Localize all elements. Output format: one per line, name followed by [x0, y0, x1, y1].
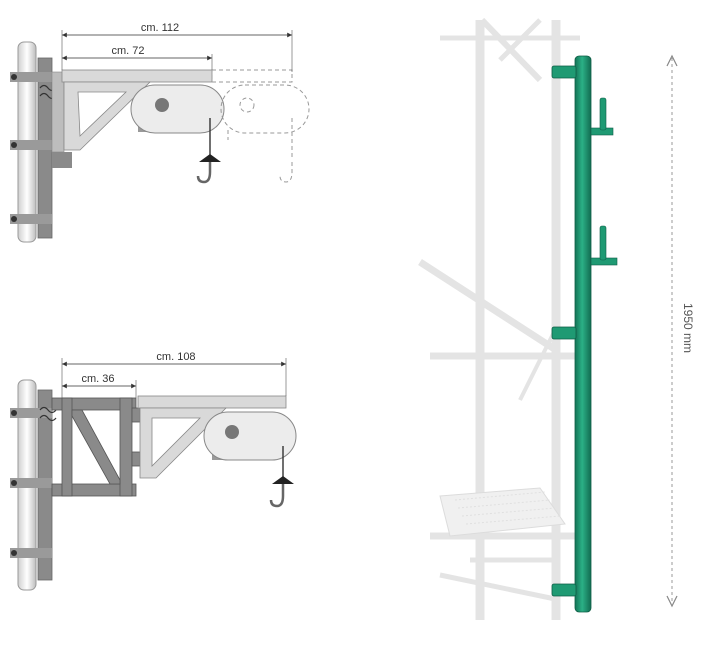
hook-icon	[196, 162, 212, 184]
hook-weight	[199, 154, 221, 162]
clamp-bolt	[11, 480, 17, 486]
arm-brace	[139, 407, 227, 479]
clamp	[10, 408, 52, 418]
clamp	[10, 214, 52, 224]
arrow-down-icon	[666, 595, 678, 608]
diagram-bottom: cm. 108 cm. 36	[10, 351, 297, 591]
dimension-label-inner: cm. 72	[111, 45, 144, 57]
post-clamp	[551, 65, 577, 79]
chain-detail	[39, 406, 57, 422]
winch-motor	[203, 411, 297, 461]
height-label: 1950 mm	[681, 303, 695, 353]
clamp-bolt	[11, 216, 17, 222]
clamp-bolt	[11, 410, 17, 416]
post-clamp	[551, 583, 577, 597]
clamp-bolt	[11, 550, 17, 556]
arm-beam	[61, 69, 213, 83]
arm-beam	[137, 395, 287, 409]
arm-socket	[52, 152, 72, 168]
arm-brace	[63, 81, 151, 151]
post-pin	[599, 225, 607, 261]
dimension-label-outer: cm. 108	[156, 351, 195, 363]
clamp-bolt	[11, 74, 17, 80]
clamp	[10, 72, 52, 82]
clamp	[10, 478, 52, 488]
scaffold-deck	[439, 487, 566, 537]
clamp-bolt	[11, 142, 17, 148]
winch-hub	[225, 425, 239, 439]
post-tube	[574, 55, 592, 613]
dimension-label-outer: cm. 112	[141, 22, 179, 34]
green-post	[551, 55, 618, 613]
height-dimension: 1950 mm	[666, 54, 695, 608]
dimension-label-inner: cm. 36	[81, 373, 114, 385]
winch-hub	[155, 98, 169, 112]
arrow-up-icon	[666, 54, 678, 67]
hook-weight	[272, 476, 294, 484]
clamp	[10, 140, 52, 150]
clamp	[10, 548, 52, 558]
post-pin	[599, 97, 607, 131]
hook-icon	[269, 484, 285, 508]
winch-motor	[130, 84, 225, 134]
diagram-top: cm. 112 cm. 72	[10, 22, 310, 243]
arm-socket	[51, 71, 65, 153]
post-clamp	[551, 326, 577, 340]
extended-position	[211, 69, 310, 183]
extension-frame	[51, 397, 141, 497]
